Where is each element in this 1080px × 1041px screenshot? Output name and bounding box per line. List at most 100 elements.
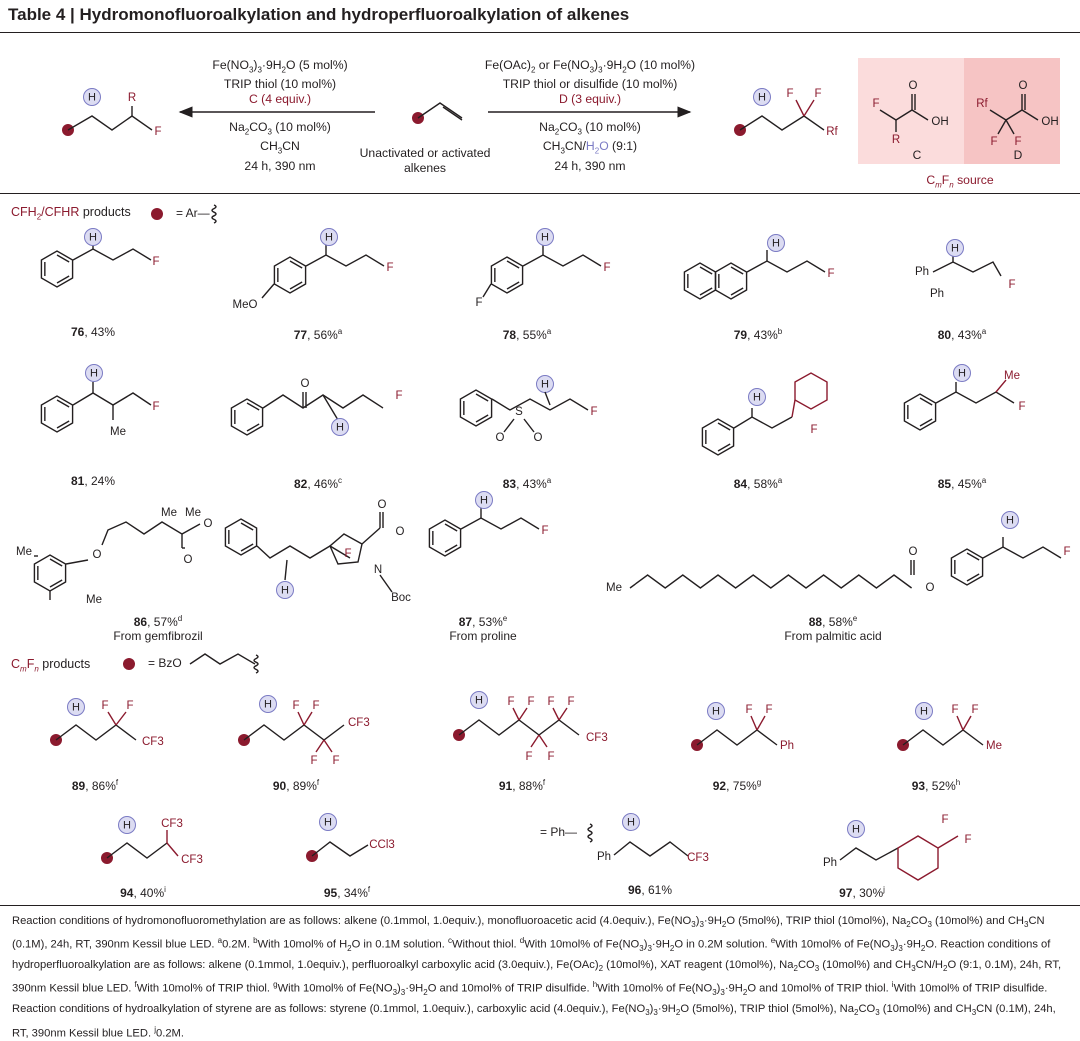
atom-label: F [810, 424, 817, 436]
product-number: 85 [937, 477, 952, 491]
atom-label: O [184, 554, 193, 566]
pyrrolidine [329, 533, 363, 565]
atom-label: MeO [233, 299, 258, 311]
hydrogen-label: H [475, 694, 483, 706]
product-yield: , 45% [951, 477, 982, 491]
product-label-94: 94, 40%i [120, 883, 166, 900]
hydrogen-label: H [541, 378, 549, 390]
bond [791, 399, 796, 418]
yield-note: i [164, 885, 166, 894]
hydrogen-label: H [758, 91, 766, 103]
yield-note: e [852, 614, 858, 623]
bond [558, 707, 568, 721]
hydrogen-highlight [953, 364, 971, 382]
hydrogen-label: H [88, 91, 96, 103]
benzene-ring [683, 262, 717, 300]
aromatic-bond [56, 254, 70, 263]
wavy-bond [587, 823, 593, 843]
aromatic-bond [717, 422, 731, 431]
atom-label: Me [86, 594, 102, 606]
atom-label: F [525, 751, 532, 763]
yield-note: a [981, 327, 987, 336]
right-cond-1: Fe(OAc)2 or Fe(NO3)3·9H2O (10 mol%) [484, 58, 696, 75]
left-conditions-top: Fe(NO3)3·9H2O (5 mol%) TRIP thiol (10 mo… [187, 58, 373, 107]
hydrogen-label: H [480, 494, 488, 506]
product-yield: , 53% [472, 615, 503, 629]
benzene-ring [33, 554, 67, 592]
hydrogen-highlight [259, 695, 277, 713]
atom-label: Boc [391, 592, 411, 604]
right-cond-3: D (3 equiv.) [558, 92, 622, 107]
hydrogen-label: H [958, 367, 966, 379]
atom-label: F [101, 700, 108, 712]
bond [512, 707, 520, 721]
product-number: 92 [712, 779, 727, 793]
atom-label: O [909, 546, 918, 558]
hydrogen-label: H [712, 705, 720, 717]
aromatic-bond [966, 573, 980, 582]
atom-label: F [745, 704, 752, 716]
atom-label: O [204, 518, 213, 530]
right-cond-2: TRIP thiol or disulfide (10 mol%) [502, 77, 678, 92]
hydrogen-label: H [541, 231, 549, 243]
product-number: 87 [458, 615, 473, 629]
atom-label: F [964, 834, 971, 846]
atom-label: F [951, 704, 958, 716]
wavy-bond [211, 204, 217, 224]
bond [166, 842, 179, 857]
left-cond-6: 24 h, 390 nm [244, 158, 316, 173]
product-number: 93 [911, 779, 926, 793]
atom-label: O [926, 582, 935, 594]
chain [72, 248, 152, 261]
bond [361, 527, 381, 545]
yield-note: g [756, 778, 762, 787]
hydrogen-highlight [84, 228, 102, 246]
atom-label: CF3 [181, 854, 203, 866]
yield-note: f [115, 778, 119, 787]
bond [115, 711, 127, 726]
hydrogen-label: H [852, 823, 860, 835]
product-yield: , 55% [516, 328, 547, 342]
hydrogen-label: H [753, 391, 761, 403]
hydrogen-highlight [946, 239, 964, 257]
chain [460, 517, 540, 530]
product-label-85: 85, 45%a [938, 474, 987, 491]
yield-note: f [542, 778, 546, 787]
atom-label: F [507, 696, 514, 708]
chain [101, 521, 183, 548]
product-number: 78 [502, 328, 517, 342]
hydrogen-label: H [920, 705, 928, 717]
bond [962, 715, 972, 731]
bond [261, 283, 275, 299]
atom-label: CCl3 [369, 839, 395, 851]
hydrogen-highlight [915, 702, 933, 720]
aromatic-bond [49, 558, 63, 567]
chain [106, 842, 168, 859]
cyclohexane [897, 835, 939, 881]
hydrogen-label: H [324, 816, 332, 828]
hydrogen-label: H [123, 819, 131, 831]
benzene-ring [459, 389, 493, 427]
atom-label: R [892, 134, 900, 146]
table-title: Table 4 | Hydromonofluoroalkylation and … [8, 5, 630, 24]
atom-label: F [1008, 279, 1015, 291]
legend-bzo: = BzO [148, 656, 182, 670]
atom-label: C [913, 148, 922, 162]
yield-note: h [955, 778, 961, 787]
hydrogen-highlight [331, 418, 349, 436]
product-number: 89 [71, 779, 86, 793]
product-label-77: 77, 56%a [294, 325, 343, 342]
atom-label: F [547, 751, 554, 763]
aromatic-bond [289, 260, 303, 269]
product-yield: , 58% [747, 477, 778, 491]
product-number: 84 [733, 477, 748, 491]
legend-ph: = Ph— [540, 825, 577, 839]
product-number: 86 [133, 615, 148, 629]
atom-label: O [378, 499, 387, 511]
product-yield: , 86% [85, 779, 116, 793]
product-label-96: 96, 61% [628, 883, 672, 897]
bond [322, 394, 339, 421]
chain [256, 545, 351, 559]
reagent-d-chain [989, 109, 1039, 121]
